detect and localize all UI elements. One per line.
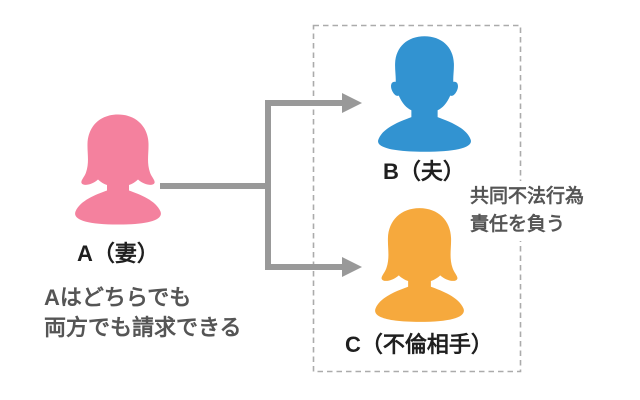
person-c-icon bbox=[375, 208, 464, 322]
liability-note: 共同不法行為 責任を負う bbox=[466, 181, 589, 241]
person-b-icon bbox=[378, 36, 471, 152]
arrow-lines bbox=[160, 100, 347, 270]
female-silhouette bbox=[75, 114, 161, 225]
female-silhouette bbox=[375, 208, 464, 322]
person-a-label: A（妻） bbox=[77, 241, 159, 266]
male-silhouette bbox=[378, 36, 471, 152]
liability-note-line2: 責任を負う bbox=[470, 214, 566, 235]
claim-note-line1: Aはどちらでも bbox=[44, 285, 192, 310]
arrowhead-to-c bbox=[342, 257, 362, 277]
liability-note-line1: 共同不法行為 bbox=[470, 186, 585, 207]
person-b-label: B（夫） bbox=[383, 159, 465, 184]
person-a-icon bbox=[75, 114, 161, 225]
claim-note-line2: 両方でも請求できる bbox=[44, 315, 242, 340]
claim-note: Aはどちらでも 両方でも請求できる bbox=[44, 283, 242, 343]
arrowhead-to-b bbox=[342, 93, 362, 113]
person-c-label: C（不倫相手） bbox=[345, 332, 493, 357]
